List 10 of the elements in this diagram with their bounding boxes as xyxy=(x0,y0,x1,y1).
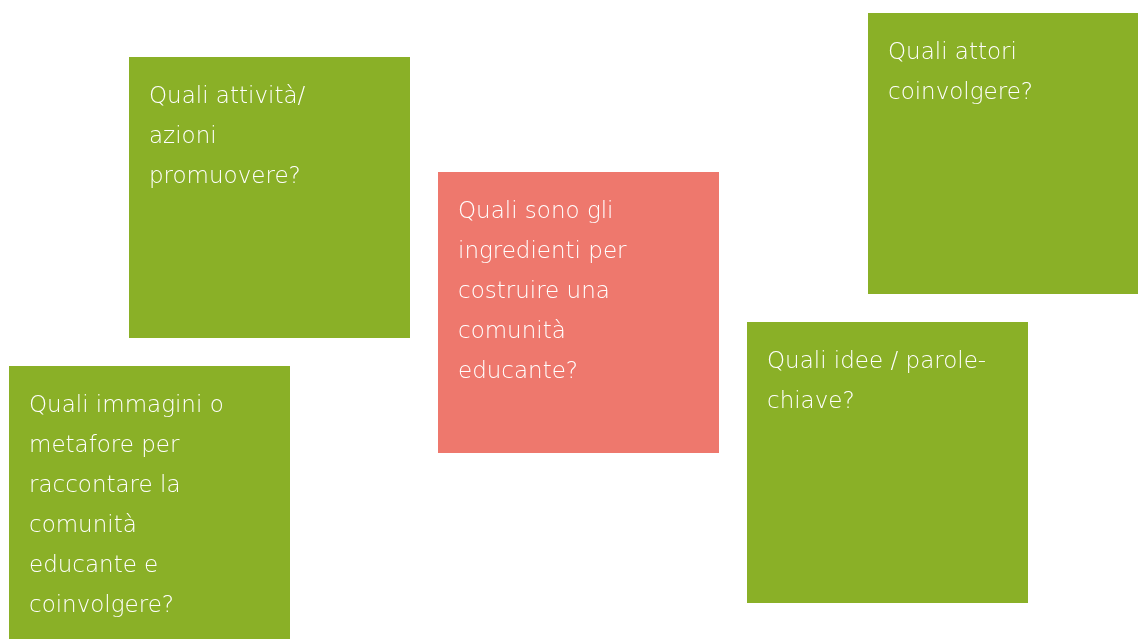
sticky-note xyxy=(868,13,1138,294)
sticky-note xyxy=(129,57,410,338)
question-text: Quali sono gli ingredienti per costruire una comunità educante? xyxy=(458,196,628,385)
question-text: Quali immagini o metafore per raccontare la comunità educante e coinvolgere? xyxy=(29,390,225,619)
sticky-note xyxy=(438,172,719,453)
question-text: Quali attività/ azioni promuovere? xyxy=(149,81,307,190)
question-text: Quali idee / parole-chiave? xyxy=(767,346,988,415)
sticky-note xyxy=(9,366,290,639)
question-text: Quali attori coinvolgere? xyxy=(888,37,1035,106)
sticky-note xyxy=(747,322,1028,603)
